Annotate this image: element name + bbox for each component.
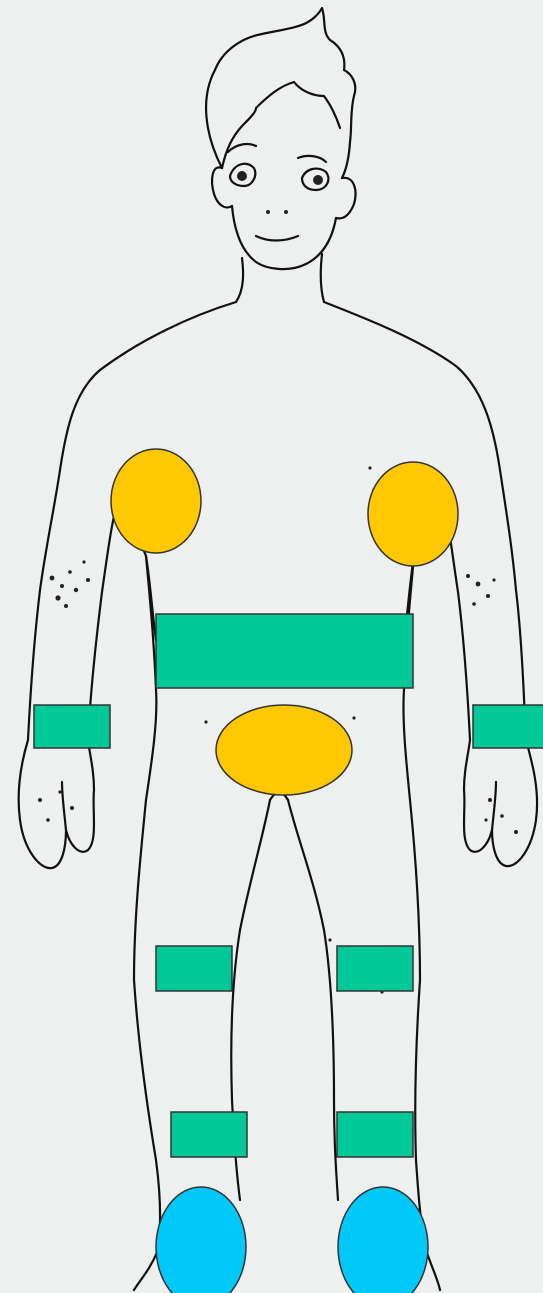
neck-left [236,258,243,302]
pelvis-marker [216,705,352,795]
body-left-outer [19,302,236,868]
left-wrist-marker [473,705,543,748]
mouth [256,236,298,241]
finger-line-left [62,782,66,830]
left-knee-marker [337,946,413,991]
nostril-right [284,210,288,214]
waist-marker [156,614,413,688]
pupil-right [313,175,323,185]
left-foot-marker [338,1187,428,1293]
left-ankle-marker [337,1112,413,1157]
right-foot-marker [156,1187,246,1293]
neck-right [321,254,324,302]
nostril-left [266,210,270,214]
finger-line-right [492,782,496,830]
eyebrow-left [228,144,256,152]
right-ankle-marker [171,1112,247,1157]
eyebrow-right [298,156,326,162]
left-shoulder-marker [368,462,458,566]
ear-left [212,167,232,207]
right-shoulder-marker [111,449,201,553]
pupil-left [237,171,247,181]
ear-right [336,178,356,219]
right-knee-marker [156,946,232,991]
body-right-outer [324,302,537,866]
leg-right-inner [288,800,338,1200]
hair-strand [222,108,256,168]
hair-strand [256,82,340,128]
right-wrist-marker [34,705,110,748]
